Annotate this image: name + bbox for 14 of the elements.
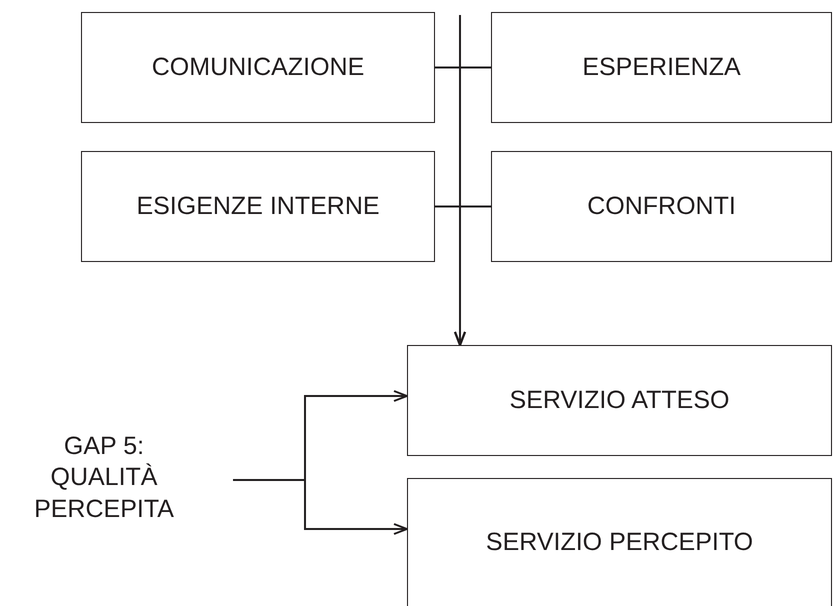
box-label: ESIGENZE INTERNE: [136, 190, 380, 222]
process-box: [81, 12, 435, 123]
process-box: [491, 151, 832, 262]
box-label: SERVIZIO PERCEPITO: [486, 526, 754, 558]
process-box: [81, 151, 435, 262]
process-box: [407, 345, 832, 456]
box-label: CONFRONTI: [587, 190, 736, 222]
process-box: [491, 12, 832, 123]
box-label: ESPERIENZA: [582, 52, 741, 83]
box-label: SERVIZIO ATTESO: [510, 384, 730, 416]
process-box: [407, 478, 832, 606]
gap-label: GAP 5: QUALITÀ PERCEPITA: [33, 431, 175, 525]
box-label: COMUNICAZIONE: [152, 52, 364, 83]
arrow: [454, 206, 491, 346]
